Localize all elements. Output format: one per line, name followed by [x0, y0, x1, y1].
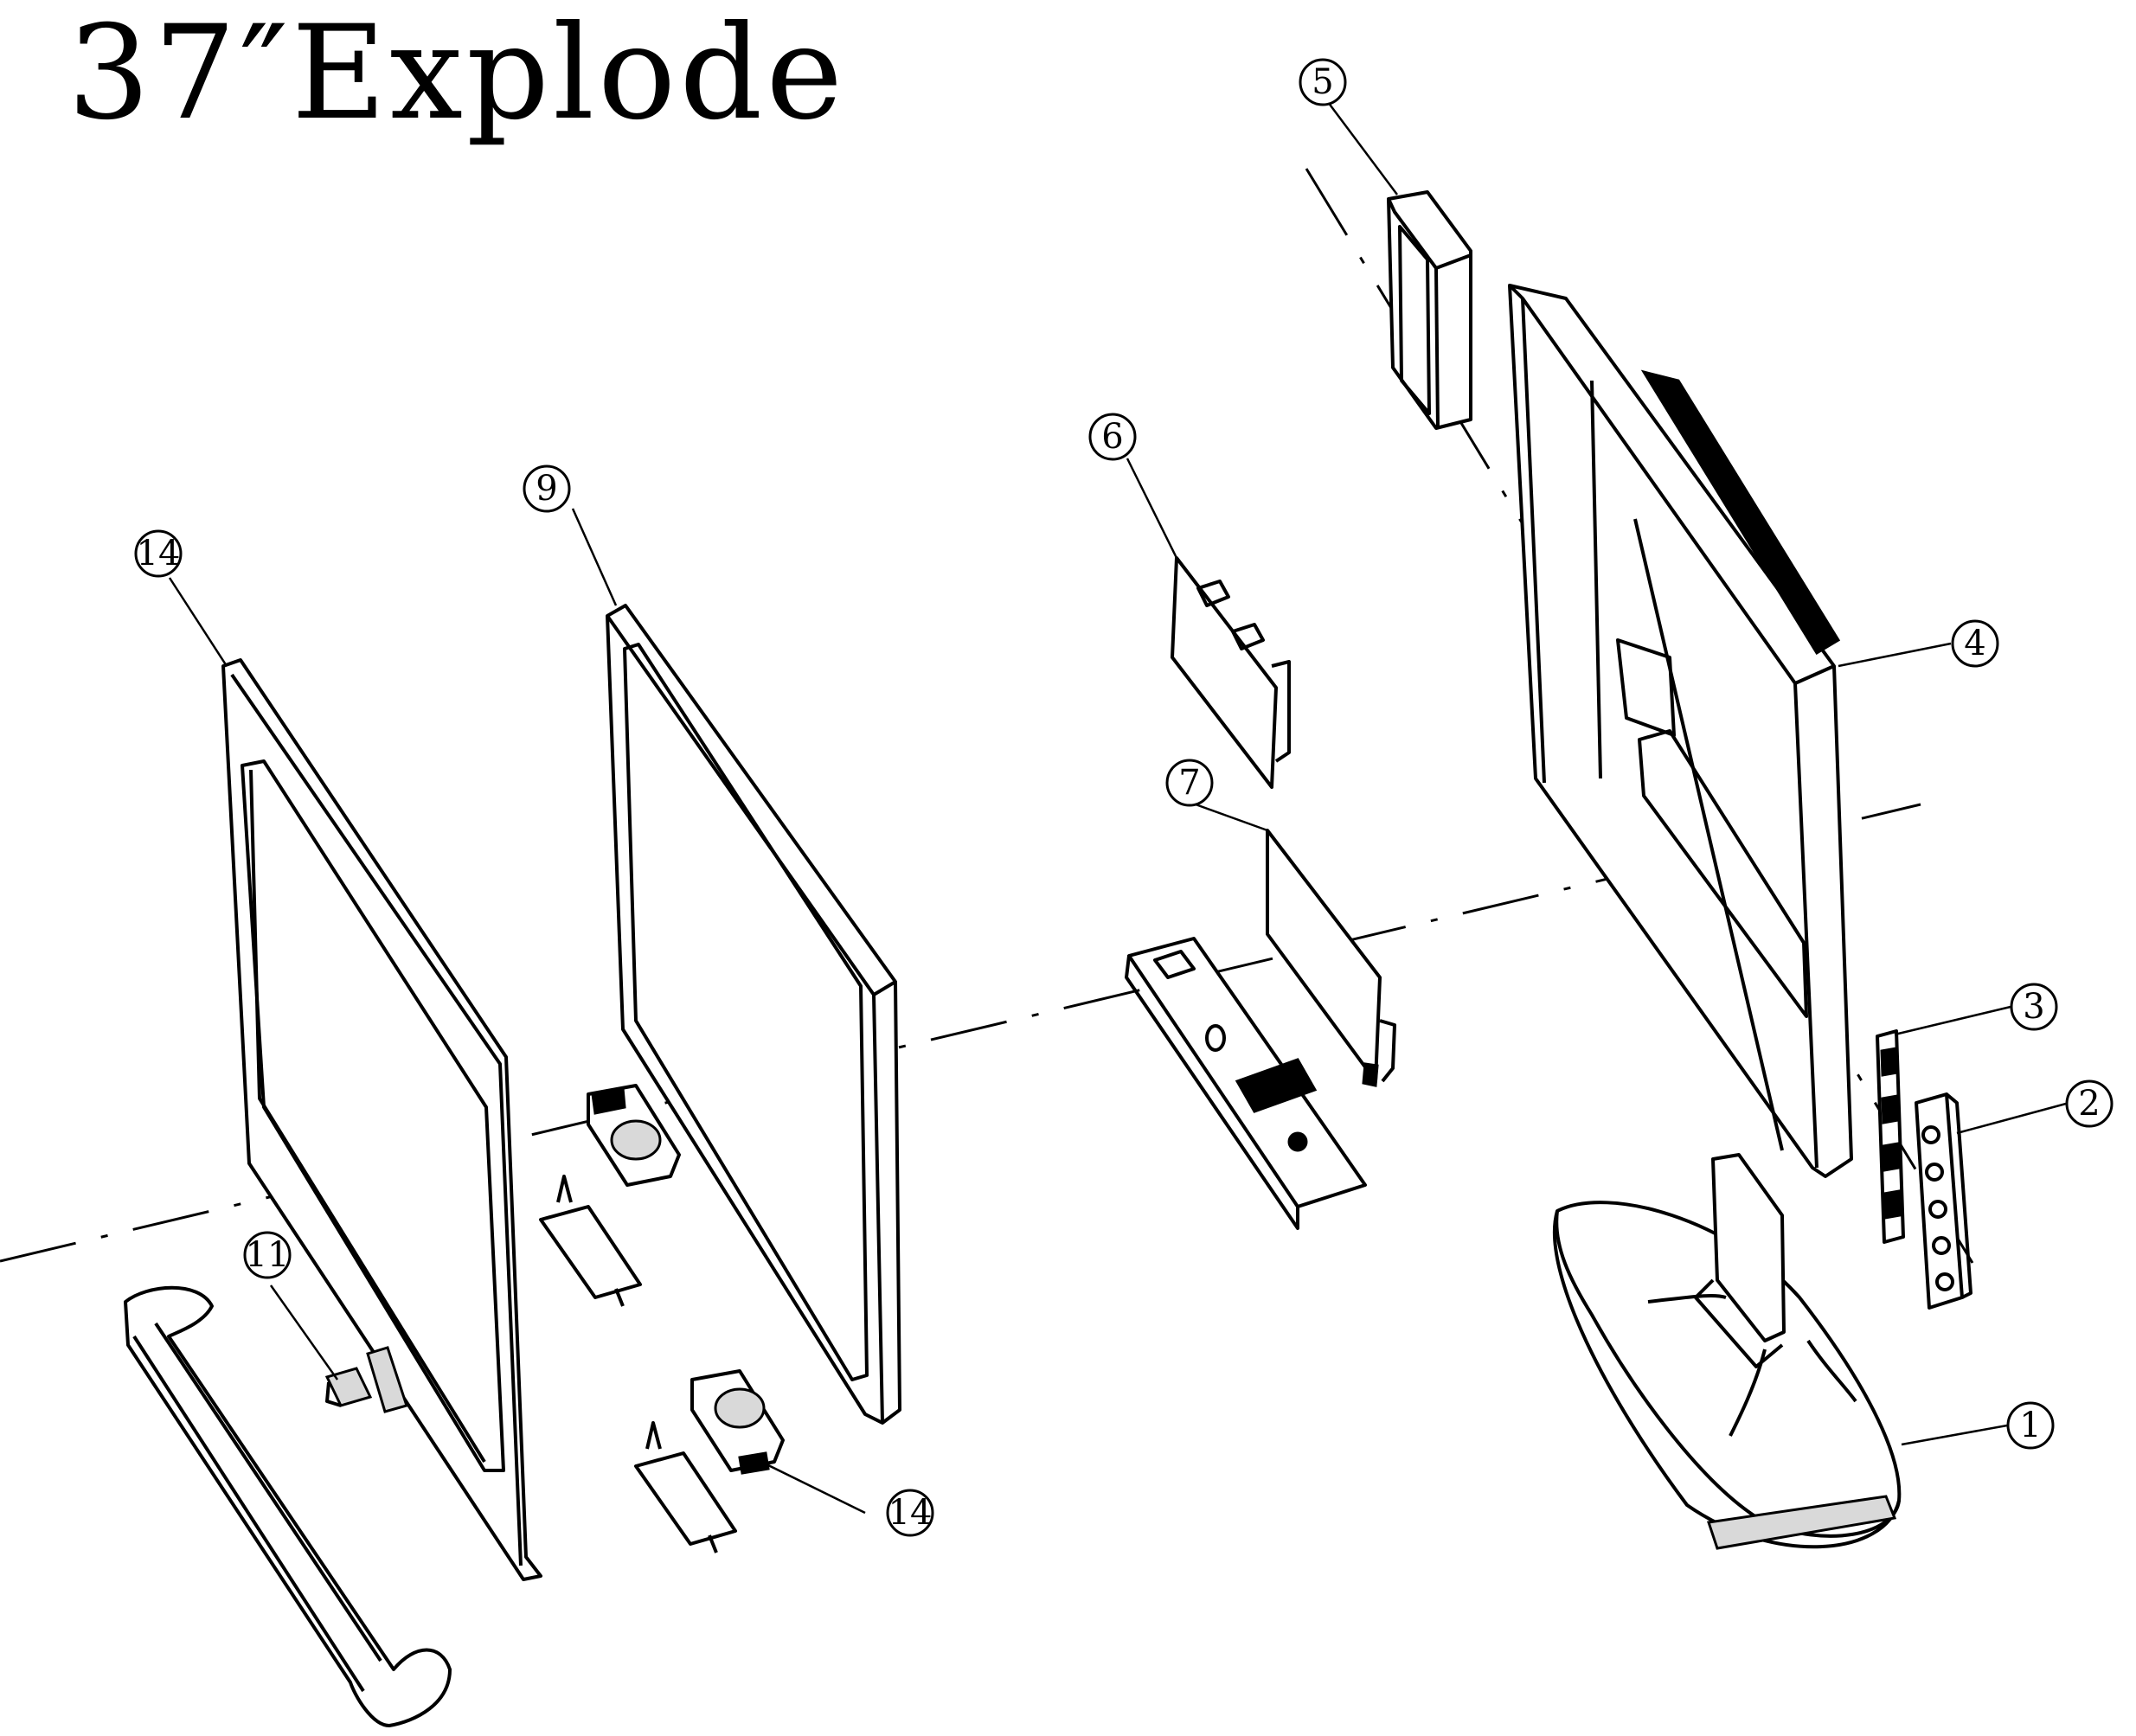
speaker-bracket-upper — [539, 1175, 642, 1307]
cover-box — [1387, 190, 1472, 430]
callout-9: 9 — [523, 464, 571, 513]
button-board — [1876, 1029, 1905, 1244]
callout-7: 7 — [1165, 759, 1214, 807]
callout-6: 6 — [1088, 413, 1137, 461]
callout-label: 1 — [2019, 1406, 2041, 1445]
rear-cabinet — [1508, 284, 1853, 1178]
callout-4: 4 — [1951, 619, 1999, 668]
callout-11: 11 — [243, 1231, 292, 1279]
callout-3: 3 — [2010, 983, 2058, 1031]
speaker-upper — [587, 1084, 681, 1187]
callout-label: 4 — [1964, 624, 1985, 663]
callout-label: 7 — [1178, 763, 1200, 803]
front-bezel — [221, 658, 542, 1581]
callout-2: 2 — [2065, 1079, 2114, 1128]
button-panel — [1915, 1092, 1972, 1310]
leader-line-14 — [760, 1460, 866, 1515]
callout-5: 5 — [1299, 58, 1347, 106]
bottom-rail — [124, 1285, 452, 1727]
ir-sensor — [324, 1367, 373, 1407]
speaker-lower — [690, 1369, 785, 1475]
leader-line-4 — [1838, 642, 1952, 668]
callout-label: 2 — [2078, 1084, 2100, 1124]
callout-label: 5 — [1312, 62, 1333, 102]
leader-line-7 — [1195, 803, 1268, 832]
callout-label: 6 — [1101, 417, 1123, 457]
callout-label: 3 — [2023, 987, 2044, 1027]
callout-label: 11 — [246, 1235, 290, 1275]
diagram-title: 37″Explode — [67, 0, 847, 149]
callout-1: 1 — [2006, 1401, 2055, 1450]
callout-label: 9 — [536, 469, 557, 509]
pedestal-base — [1552, 1153, 1902, 1550]
lcd-panel — [606, 604, 901, 1425]
leader-line-2 — [1956, 1102, 2067, 1135]
leader-line-3 — [1894, 1005, 2011, 1036]
callout-label: 14 — [888, 1493, 933, 1533]
bracket-plate — [1125, 937, 1367, 1230]
callout-14: 14 — [886, 1489, 934, 1537]
callout-10: 14 — [134, 529, 183, 578]
leader-line-11 — [269, 1284, 339, 1380]
power-board — [1266, 829, 1396, 1087]
leader-line-1 — [1901, 1424, 2008, 1446]
main-board — [1171, 556, 1291, 789]
callout-label: 14 — [137, 534, 181, 573]
leader-line-9 — [571, 508, 618, 606]
speaker-bracket-lower — [634, 1421, 737, 1553]
leader-line-5 — [1326, 101, 1399, 195]
leader-line-6 — [1126, 458, 1178, 559]
leader-line-10 — [168, 577, 228, 667]
